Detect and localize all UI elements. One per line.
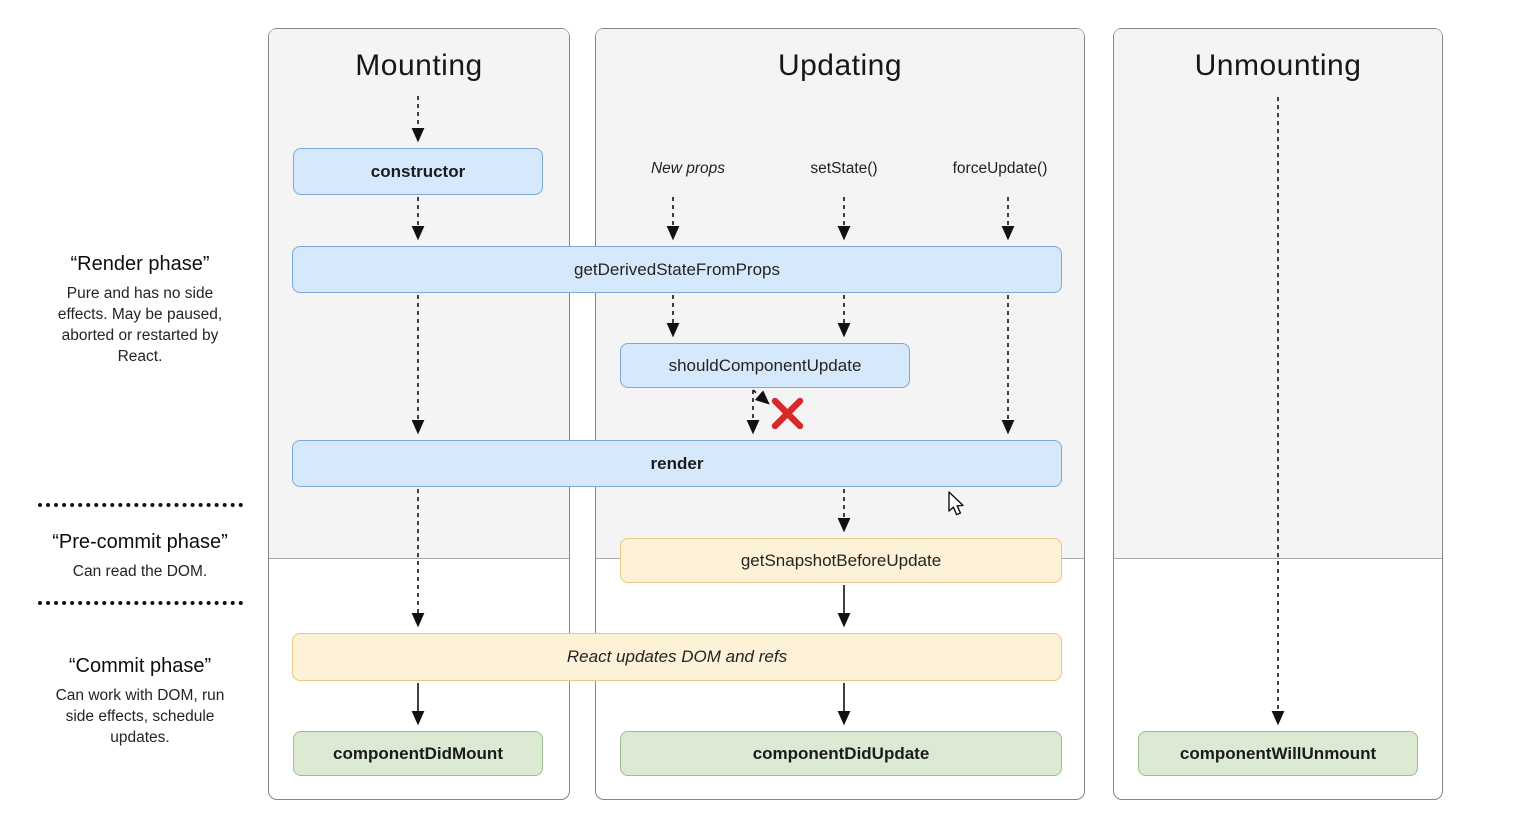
commit-phase-title: “Commit phase” [68,655,212,677]
column-updating: Updating [595,28,1085,800]
render-phase-description: Pure and has no side effects. May be pau… [57,285,223,366]
trigger-new-props: New props [650,160,726,177]
column-title-updating: Updating [777,49,903,82]
node-component-did-update[interactable]: componentDidUpdate [620,731,1062,776]
pre-commit-phase-description: Can read the DOM. [72,563,208,580]
node-component-will-unmount[interactable]: componentWillUnmount [1138,731,1418,776]
pre-commit-phase-title: “Pre-commit phase” [52,531,228,553]
column-title-unmounting: Unmounting [1194,49,1362,82]
render-phase-background [1114,29,1442,559]
render-phase-title: “Render phase” [70,253,210,275]
pre-commit-phase-label: “Pre-commit phase” Can read the DOM. [30,531,250,582]
node-component-did-mount[interactable]: componentDidMount [293,731,543,776]
column-unmounting: Unmounting [1113,28,1443,800]
node-constructor[interactable]: constructor [293,148,543,195]
node-get-snapshot-before-update[interactable]: getSnapshotBeforeUpdate [620,538,1062,583]
render-phase-label: “Render phase” Pure and has no side effe… [30,253,250,367]
commit-phase-label: “Commit phase” Can work with DOM, run si… [30,655,250,748]
node-get-derived-state-from-props[interactable]: getDerivedStateFromProps [292,246,1062,293]
column-mounting: Mounting [268,28,570,800]
node-should-component-update[interactable]: shouldComponentUpdate [620,343,910,388]
node-render[interactable]: render [292,440,1062,487]
phase-divider [38,503,243,507]
commit-phase-description: Can work with DOM, run side effects, sch… [55,687,225,747]
column-title-mounting: Mounting [355,49,483,82]
node-react-updates-dom-and-refs: React updates DOM and refs [292,633,1062,681]
trigger-force-update: forceUpdate() [952,160,1048,177]
trigger-set-state: setState() [810,160,878,177]
phase-divider [38,601,243,605]
